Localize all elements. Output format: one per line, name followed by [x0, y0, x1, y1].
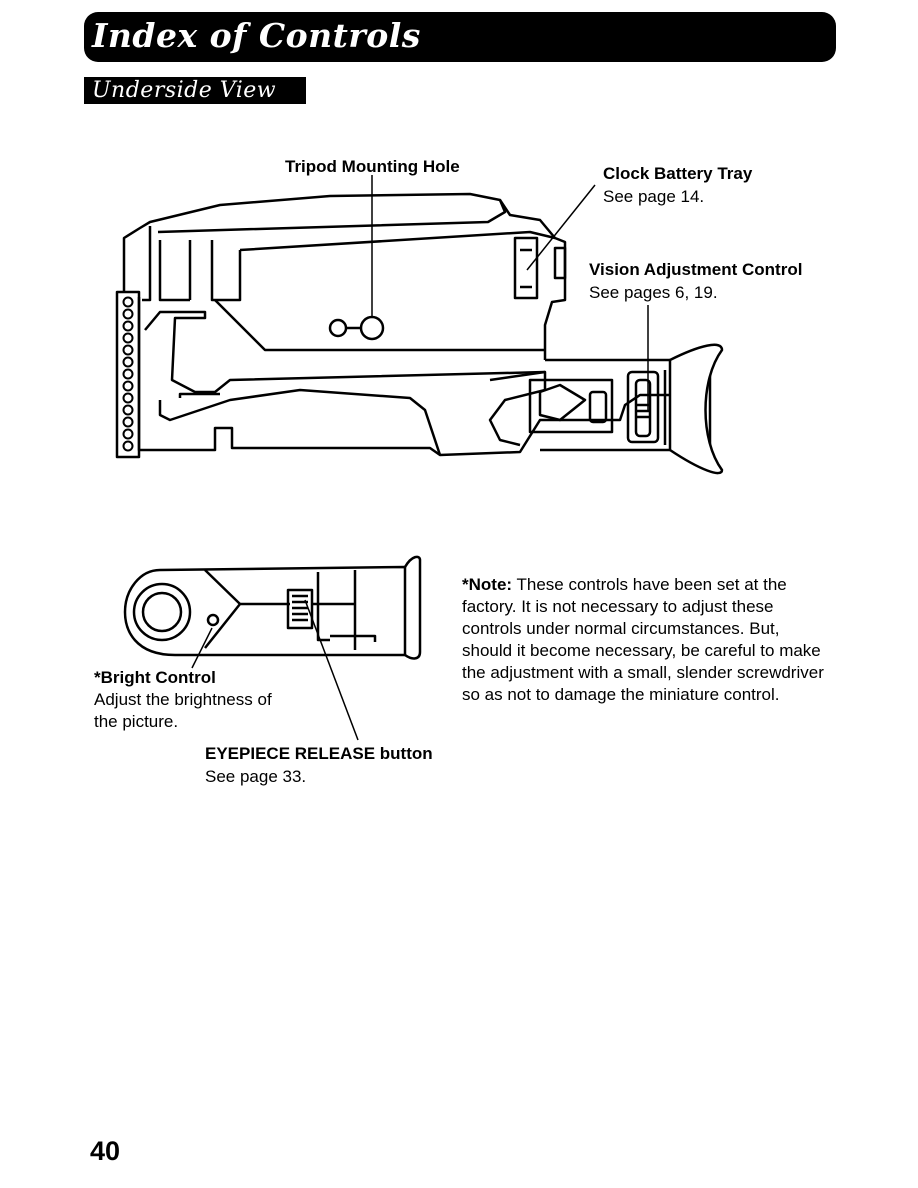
eyepiece-side-illustration — [123, 555, 422, 660]
tripod-label: Tripod Mounting Hole — [285, 157, 460, 176]
note-text: These controls have been set at the fact… — [462, 575, 824, 704]
eyepiece-release-ref: See page 33. — [205, 767, 307, 786]
bright-leader-line — [191, 627, 213, 669]
vision-adjust-ref: See pages 6, 19. — [589, 283, 718, 302]
page-number: 40 — [90, 1136, 121, 1166]
clock-battery-ref: See page 14. — [603, 187, 705, 206]
title-bar — [84, 12, 836, 62]
clock-leader-line — [526, 184, 596, 271]
clock-battery-label: Clock Battery Tray — [603, 164, 753, 183]
note-paragraph: *Note: These controls have been set at t… — [462, 574, 832, 706]
note-label: *Note: — [462, 575, 513, 594]
bright-control-desc-1: Adjust the brightness of — [94, 690, 272, 709]
section-heading-box — [84, 77, 306, 104]
section-heading: Underside View — [92, 78, 277, 103]
bright-control-label: *Bright Control — [94, 668, 216, 687]
page-title: Index of Controls — [92, 16, 421, 55]
bright-control-desc-2: the picture. — [94, 712, 179, 731]
camcorder-underside-illustration — [115, 192, 724, 475]
eyepiece-release-label: EYEPIECE RELEASE button — [205, 744, 433, 763]
eyepiece-leader-line — [304, 599, 359, 741]
vision-adjust-label: Vision Adjustment Control — [589, 260, 803, 279]
